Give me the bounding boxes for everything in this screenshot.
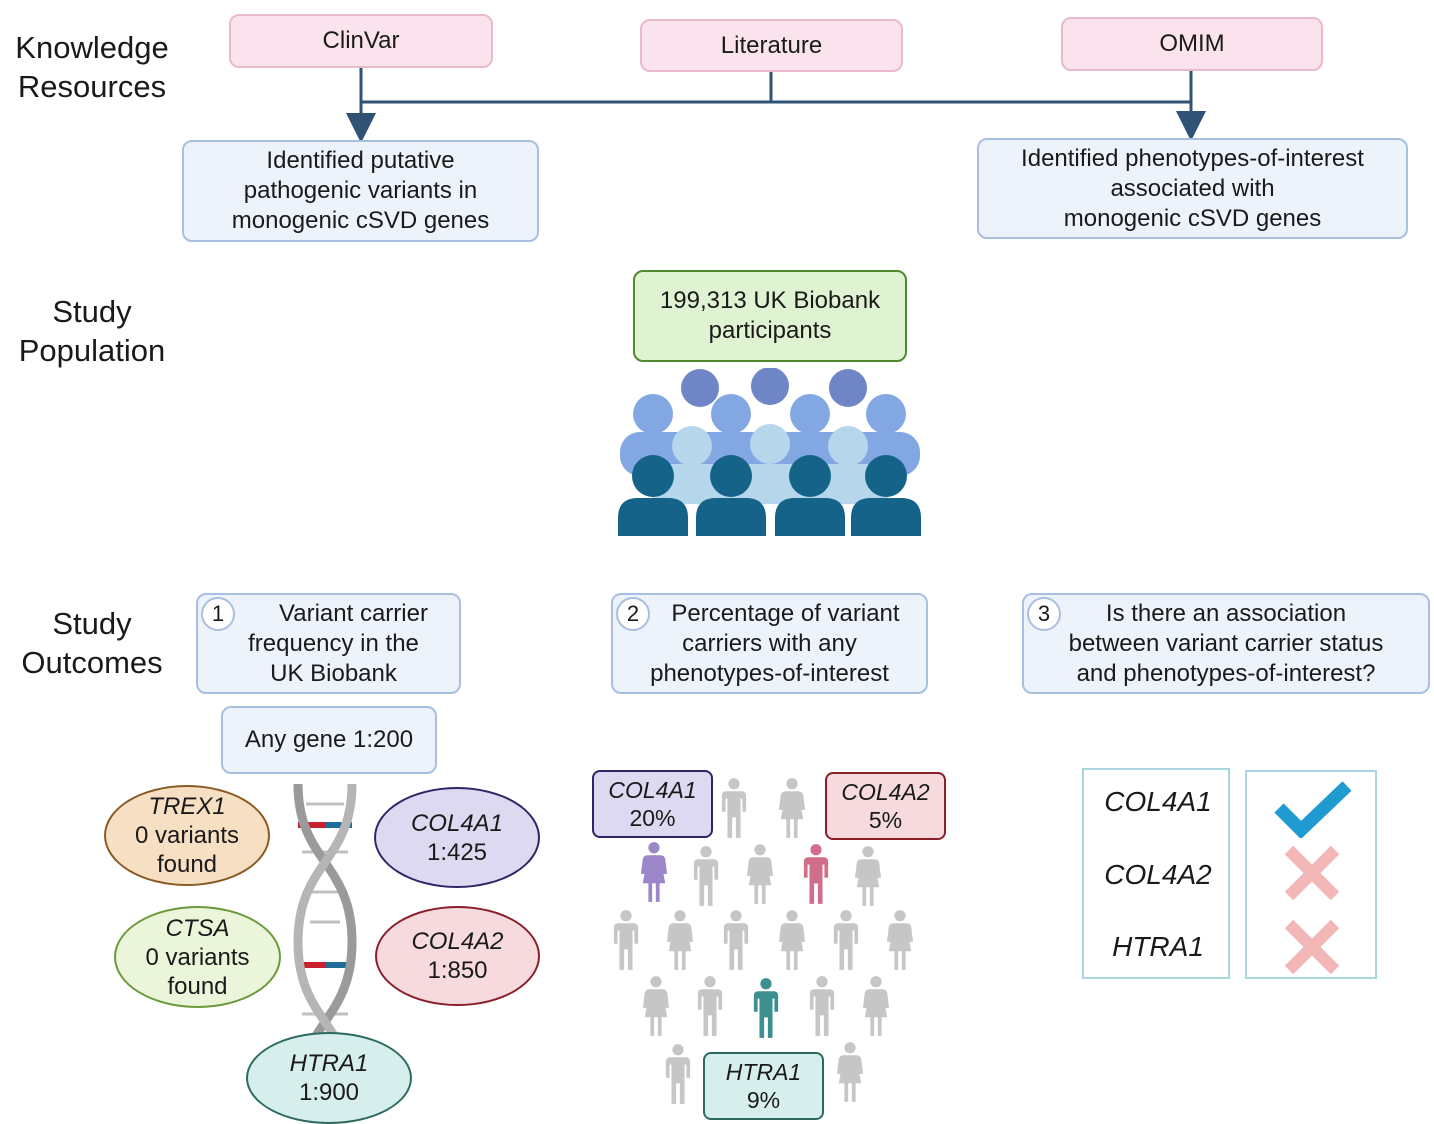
cross-icon: [1284, 919, 1340, 975]
cross-icon: [1284, 845, 1340, 901]
association-result-column: [1245, 770, 1377, 979]
person-icon: [778, 910, 806, 970]
person-icon: [642, 976, 670, 1036]
omim-box: OMIM: [1061, 17, 1323, 71]
connector-lines: [346, 68, 1206, 143]
any-gene-box: Any gene 1:200: [221, 706, 437, 774]
person-icon: [886, 910, 914, 970]
assoc-gene-col4a2: COL4A2: [1104, 859, 1212, 890]
person-icon: [721, 778, 747, 838]
outcome-2-number: 2: [616, 597, 650, 631]
person-icon: [665, 1044, 691, 1104]
person-icon: [836, 1042, 864, 1102]
assoc-gene-htra1: HTRA1: [1112, 931, 1204, 962]
assoc-gene-col4a1: COL4A1: [1104, 786, 1212, 817]
outcome-1-number: 1: [201, 597, 235, 631]
carrier-person-icon: [803, 844, 829, 904]
person-icon: [697, 976, 723, 1036]
person-icon: [693, 846, 719, 906]
carrier-person-icon: [640, 842, 668, 902]
association-gene-column: COL4A1 COL4A2 HTRA1: [1082, 768, 1230, 979]
person-icon: [746, 844, 774, 904]
person-icon: [854, 846, 882, 906]
outcome-3-number: 3: [1027, 597, 1061, 631]
person-icon: [862, 976, 890, 1036]
person-icon: [723, 910, 749, 970]
person-icon: [666, 910, 694, 970]
check-icon: [1274, 781, 1352, 838]
person-icon: [833, 910, 859, 970]
crowd-icon: [618, 368, 921, 536]
clinvar-box: ClinVar: [229, 14, 493, 68]
person-icon: [778, 778, 806, 838]
literature-box: Literature: [640, 19, 903, 72]
carrier-person-icon: [753, 978, 779, 1038]
person-icon: [809, 976, 835, 1036]
person-icon: [613, 910, 639, 970]
